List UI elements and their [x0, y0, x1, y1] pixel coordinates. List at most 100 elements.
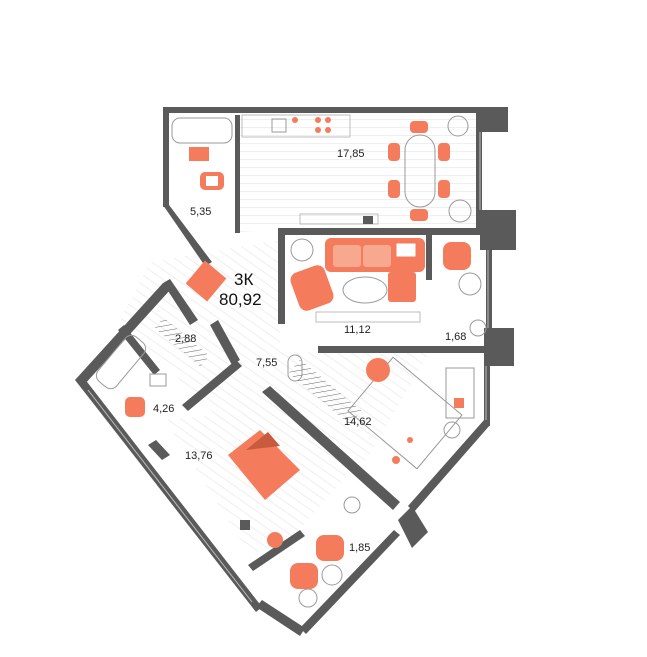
- plant-icon: [343, 496, 361, 514]
- room-labels: 17,85 5,35 3К 80,92 11,12 1,68 7,55 2,88…: [153, 148, 466, 554]
- washbasin-icon: [149, 373, 167, 387]
- wall-bottom-outer: [256, 600, 305, 636]
- desk-icon: [445, 367, 475, 419]
- ottoman-icon: [388, 272, 416, 302]
- stove-icon: [315, 117, 321, 123]
- chair-icon: [438, 180, 450, 198]
- floor-kitchen: [240, 113, 478, 232]
- kitchen-fixtures: [241, 114, 472, 225]
- wall-top-corner: [478, 107, 508, 132]
- living-room-furniture: [290, 238, 425, 323]
- bedroom-left-furniture: [228, 430, 361, 548]
- area-kitchen-living: 17,85: [337, 148, 365, 160]
- wall-right-mid: [486, 250, 492, 330]
- toy-icon: [407, 437, 413, 443]
- wall-bath2-right: [182, 360, 242, 411]
- dining-table-icon: [404, 134, 436, 208]
- chair-icon: [388, 180, 400, 198]
- bathtub-icon: [95, 334, 147, 390]
- plant-icon: [448, 199, 472, 223]
- plant-icon: [267, 532, 283, 548]
- wall-right-block: [480, 210, 516, 250]
- living-cabinet: [315, 311, 421, 323]
- sink-icon: [271, 118, 287, 133]
- washbasin-icon: [189, 147, 209, 161]
- tv-icon: [363, 216, 373, 224]
- stove-burner: [325, 127, 331, 133]
- bedroom-right-furniture: [288, 356, 475, 470]
- wall-bed-balcony: [248, 530, 305, 571]
- wall-bath-partition: [118, 325, 160, 375]
- plant-icon: [443, 421, 461, 439]
- sofa-cushion: [363, 245, 391, 267]
- toilet-icon: [125, 397, 145, 417]
- plant-icon: [298, 588, 318, 608]
- coffee-table-icon: [342, 276, 388, 304]
- balcony-bottom-furniture: [290, 535, 344, 608]
- chair-icon: [388, 143, 400, 161]
- area-hall: 7,55: [256, 357, 277, 369]
- plant-icon: [469, 319, 487, 337]
- walls: [75, 107, 516, 636]
- area-living-room: 11,12: [344, 324, 371, 336]
- teddy-icon: [454, 398, 464, 408]
- toilet-seat: [206, 176, 218, 186]
- wall-wc-inner: [210, 320, 240, 365]
- windows: [87, 132, 489, 603]
- wall-bedroom-left-top: [148, 440, 170, 460]
- tv-stand-icon: [299, 213, 379, 225]
- area-balcony-bottom: 1,85: [349, 542, 370, 554]
- bathtub-icon: [171, 117, 233, 144]
- plant-icon: [290, 238, 314, 262]
- area-wc: 2,88: [175, 333, 196, 345]
- wall-living-bottom: [318, 346, 486, 353]
- apartment-type: 3К: [234, 270, 253, 289]
- bed-icon: [228, 430, 300, 500]
- side-table-icon: [321, 564, 343, 586]
- wall-living-div: [426, 228, 432, 280]
- nightstand-icon: [240, 520, 250, 530]
- armchair-icon: [290, 265, 334, 311]
- balcony-top-furniture: [443, 242, 487, 337]
- wardrobe-icon: [154, 317, 210, 367]
- wall-right-diag: [408, 420, 490, 512]
- wardrobe-icon: [288, 359, 362, 425]
- area-bedroom-right: 14,62: [344, 416, 372, 428]
- area-bathroom-top: 5,35: [190, 206, 211, 218]
- wall-bath-left: [163, 107, 169, 207]
- bed-pillow: [246, 432, 280, 450]
- wall-bedroom-divider: [262, 386, 400, 510]
- sofa-cushion: [333, 245, 361, 267]
- wall-bath-diag: [163, 205, 212, 266]
- area-balcony-top: 1,68: [445, 331, 466, 343]
- bench-icon: [185, 260, 227, 302]
- area-bedroom-left: 13,76: [185, 450, 213, 462]
- wall-right-low: [484, 366, 490, 426]
- kitchen-dot: [292, 117, 298, 123]
- bathroom-top-fixtures: [171, 117, 233, 190]
- pillow-icon: [395, 242, 417, 258]
- wall-wc-top: [163, 279, 198, 325]
- stove-burner: [325, 117, 331, 123]
- plant-icon: [447, 115, 469, 137]
- chair-icon: [316, 535, 344, 561]
- chair-icon: [410, 209, 428, 221]
- area-bathroom-bottom: 4,26: [153, 403, 174, 415]
- wall-right-top: [476, 113, 482, 228]
- side-table-icon: [458, 272, 482, 296]
- wall-right-block2: [484, 328, 514, 366]
- wall-left-outer: [75, 378, 262, 612]
- wall-corner-bottom: [398, 506, 428, 548]
- stove-burner: [315, 127, 321, 133]
- wc-fixtures: [95, 317, 210, 417]
- wall-living-top: [278, 228, 483, 235]
- wall-balcony-bottom: [300, 530, 400, 634]
- apartment-total-area: 80,92: [219, 290, 262, 309]
- bed-icon: [347, 356, 463, 470]
- wall-bath-right: [235, 115, 240, 233]
- kitchen-counter: [241, 114, 351, 138]
- wall-living-left: [278, 228, 285, 324]
- toy-icon: [392, 456, 400, 464]
- chair-icon: [290, 563, 318, 589]
